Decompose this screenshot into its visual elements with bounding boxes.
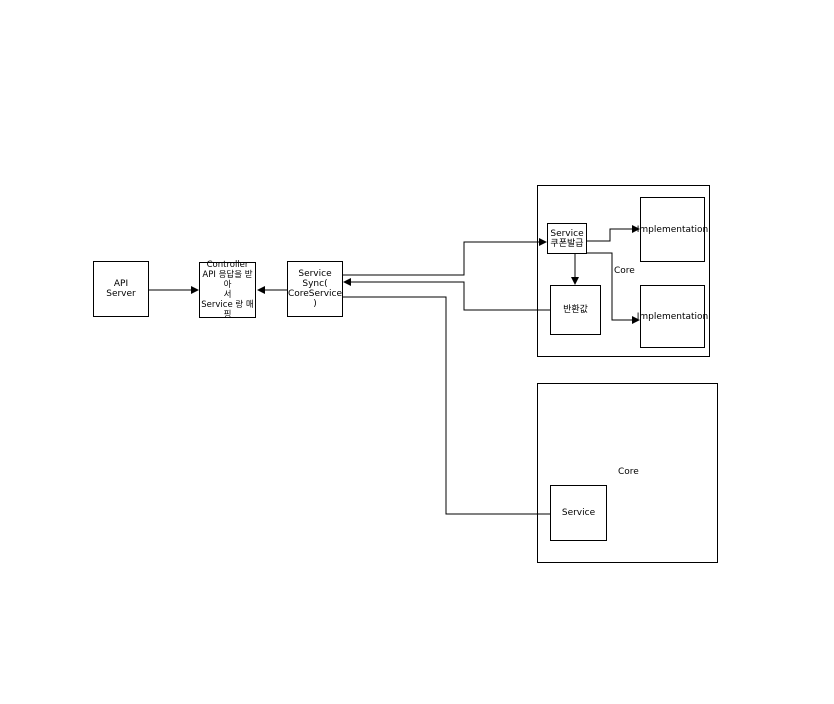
- service-sync-node: Service Sync( CoreService ): [287, 261, 343, 317]
- implementation-top-node: Implementation: [637, 197, 708, 262]
- service-coupon-node: Service 쿠폰발급: [547, 223, 587, 254]
- edge-sync-to-coupon: [343, 238, 547, 276]
- core-label-top: Core: [614, 266, 635, 276]
- core-label-bottom: Core: [618, 467, 639, 477]
- service-core-node: Service: [550, 485, 607, 541]
- controller-node: Controller API 응답을 받아 서 Service 랑 매핑: [199, 260, 256, 320]
- edge-coupon-to-impl-bottom: [587, 252, 640, 324]
- edge-coupon-to-impl-top: [587, 225, 640, 242]
- edge-sync-to-core-service: [343, 296, 550, 515]
- return-value-node: 반환값: [550, 285, 601, 335]
- api-server-node: API Server: [93, 261, 149, 317]
- edge-return-to-sync: [343, 278, 550, 311]
- implementation-bottom-node: Implementation: [637, 285, 708, 348]
